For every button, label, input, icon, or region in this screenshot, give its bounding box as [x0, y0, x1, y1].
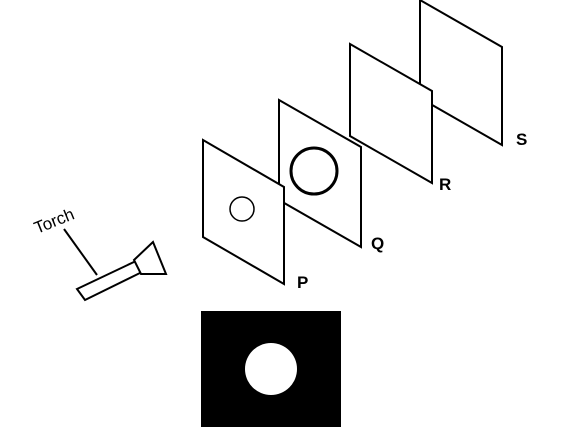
sheet-p	[202, 138, 285, 286]
sheet-r	[349, 42, 433, 185]
sheet-r-outline	[349, 42, 433, 185]
label-r: R	[439, 175, 451, 194]
light-spot	[245, 343, 297, 395]
torch-head	[132, 240, 168, 275]
label-s: S	[516, 130, 527, 149]
sheet-q-hole	[289, 146, 339, 196]
torch-body	[75, 259, 144, 302]
screen	[201, 311, 341, 427]
torch-label: Torch	[31, 205, 77, 238]
torch	[63, 228, 168, 302]
label-q: Q	[371, 234, 384, 253]
sheet-p-hole	[229, 196, 255, 222]
torch-label-pointer	[63, 228, 98, 276]
label-p: P	[297, 273, 308, 292]
sheet-s	[419, 0, 503, 147]
sheet-q	[278, 98, 362, 249]
sheet-s-outline	[419, 0, 503, 147]
